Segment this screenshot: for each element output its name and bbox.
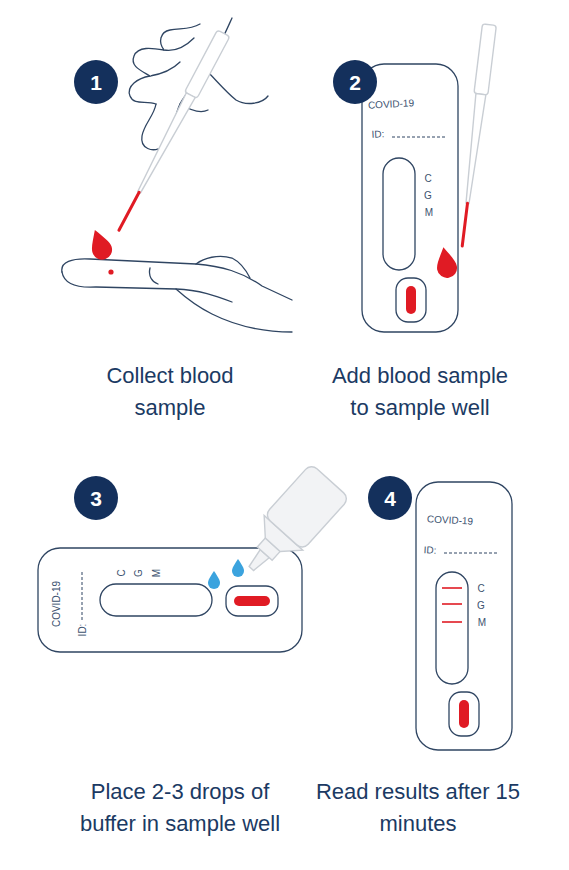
id-line xyxy=(392,137,446,138)
step-caption: Add blood sample to sample well xyxy=(320,360,520,424)
result-lines xyxy=(442,587,462,589)
step-caption: Place 2-3 drops of buffer in sample well xyxy=(65,776,295,840)
test-cassette xyxy=(38,548,302,652)
pipette xyxy=(113,30,230,233)
test-cassette xyxy=(100,584,212,616)
cassette-marking: ID: xyxy=(423,544,436,556)
cassette-marking: M xyxy=(478,617,486,628)
step-number: 1 xyxy=(74,60,118,104)
pipette xyxy=(455,24,496,247)
buffer-bottle xyxy=(232,463,350,585)
test-cassette xyxy=(362,64,458,332)
test-cassette xyxy=(383,158,415,270)
cassette-marking: G xyxy=(424,190,432,201)
step-caption: Read results after 15 minutes xyxy=(311,776,526,840)
cassette-marking: M xyxy=(425,207,433,218)
cassette-marking: G xyxy=(477,600,485,611)
cassette-marking: COVID-19 xyxy=(51,581,62,627)
holding-hand xyxy=(206,70,268,103)
test-cassette xyxy=(416,482,512,750)
finger-hand xyxy=(176,289,232,302)
test-cassette xyxy=(38,548,302,652)
test-cassette xyxy=(436,572,468,684)
sample-well-blood xyxy=(234,596,270,606)
step-number-text: 1 xyxy=(90,72,102,93)
step-number-text: 3 xyxy=(90,488,102,509)
step-number: 4 xyxy=(368,476,412,520)
finger-hand xyxy=(62,256,292,332)
result-lines xyxy=(442,603,462,605)
buffer-drop xyxy=(208,571,220,589)
buffer-bottle xyxy=(264,463,349,550)
cassette-marking: COVID-19 xyxy=(427,513,474,526)
step-caption: Collect blood sample xyxy=(85,360,255,424)
blood-drop xyxy=(85,226,114,262)
cassette-marking: ID: xyxy=(77,624,88,637)
id-line xyxy=(444,553,498,554)
result-lines xyxy=(442,621,462,623)
holding-hand xyxy=(161,24,200,50)
blood-drop xyxy=(434,245,459,279)
test-cassette xyxy=(449,692,479,736)
cassette-marking: M xyxy=(151,569,162,577)
cassette-marking: C xyxy=(424,173,431,184)
cassette-marking: C xyxy=(116,569,127,576)
test-cassette xyxy=(226,586,278,616)
sample-well-blood xyxy=(406,286,416,314)
sample-well-blood xyxy=(459,700,469,728)
test-cassette xyxy=(396,278,426,322)
cassette-marking: ID: xyxy=(371,128,384,140)
buffer-drop xyxy=(232,559,244,577)
step-number: 2 xyxy=(333,60,377,104)
step-number-text: 4 xyxy=(384,488,396,509)
finger-hand xyxy=(62,259,292,300)
finger-hand xyxy=(149,268,158,284)
step-number: 3 xyxy=(74,476,118,520)
step-number-text: 2 xyxy=(349,72,361,93)
finger-hand xyxy=(62,272,292,332)
finger-hand xyxy=(196,256,250,278)
test-cassette xyxy=(362,64,458,332)
cassette-marking: C xyxy=(477,583,484,594)
cassette-marking: G xyxy=(133,569,144,577)
test-cassette xyxy=(416,482,512,750)
id-line xyxy=(82,570,83,620)
blood-dot xyxy=(108,269,113,274)
result-lines xyxy=(442,588,462,622)
